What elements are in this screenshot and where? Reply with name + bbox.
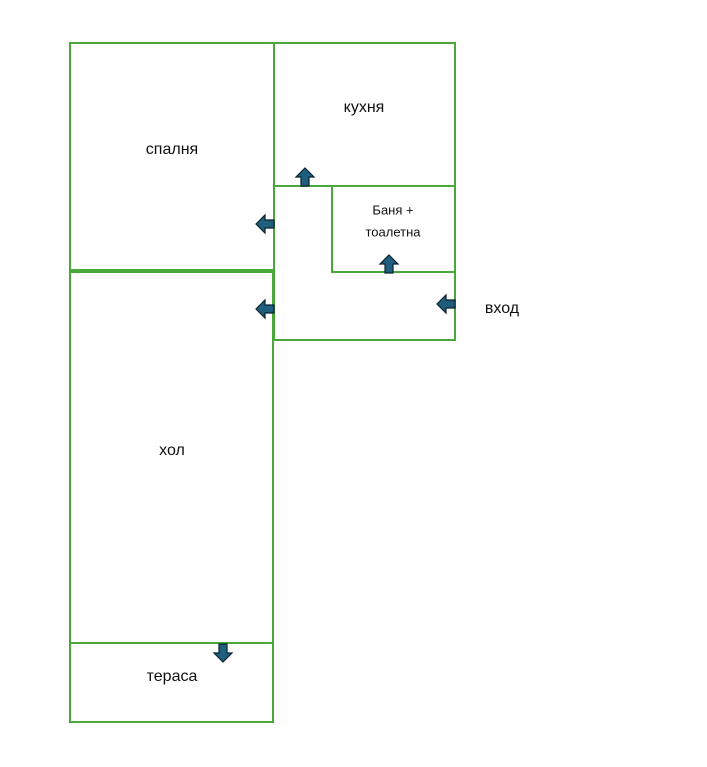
living-room-label: хол [159, 442, 185, 459]
room-labels: спалня кухня Баня + тоалетна хол тераса … [146, 99, 520, 685]
bedroom-door-arrow-icon [255, 213, 275, 235]
walls [69, 42, 456, 723]
entrance-door-arrow-icon [436, 293, 456, 315]
terrace-label: тераса [147, 668, 198, 685]
bedroom-label: спалня [146, 141, 198, 158]
bathroom-label-line1: Баня + [372, 202, 413, 217]
bathroom-label-line2: тоалетна [365, 224, 421, 239]
bathroom-door-arrow-icon [378, 254, 400, 274]
terrace-outline [69, 642, 274, 723]
entrance-label: вход [485, 300, 520, 317]
door-arrows [212, 167, 456, 663]
terrace-door-arrow-icon [212, 643, 234, 663]
kitchen-door-arrow-icon [294, 167, 316, 187]
corridor-outline [273, 186, 456, 341]
living-room-door-arrow-icon [255, 298, 275, 320]
kitchen-label: кухня [344, 99, 385, 116]
